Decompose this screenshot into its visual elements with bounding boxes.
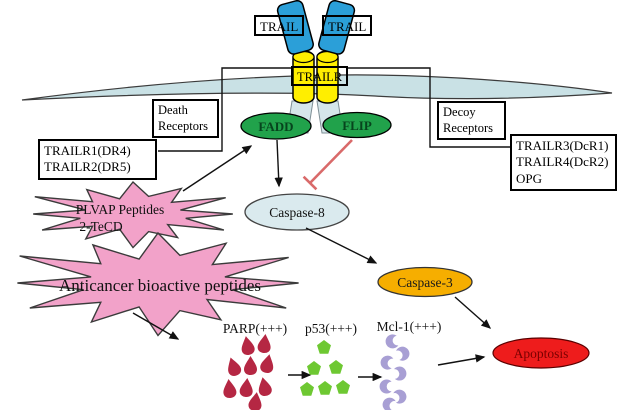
fadd-label: FADD: [258, 119, 293, 134]
plvap-star-label-line1: PLVAP Peptides: [76, 202, 164, 217]
trailr-receptor-cylinder-left: [292, 50, 315, 104]
trail-right-text: TRAIL: [328, 19, 367, 34]
trail-label-box-right: TRAIL: [322, 15, 372, 36]
trailr-label-box: TRAILR: [291, 66, 348, 86]
decoy-receptors-line2: Receptors: [443, 120, 493, 135]
arrow-fadd-to-caspase8: [274, 139, 283, 188]
trail-left-text: TRAIL: [260, 19, 299, 34]
death-receptors-line1: Death: [158, 103, 188, 117]
trailr1-dr4-text: TRAILR1(DR4): [44, 143, 131, 158]
trailr4-dcr2-text: TRAILR4(DcR2): [516, 154, 609, 170]
connector-decoy-receptors: [348, 67, 510, 148]
arrow-mcl1-to-apoptosis: [437, 354, 486, 366]
trailr2-dr5-text: TRAILR2(DR5): [44, 159, 131, 175]
arrow-caspase3-to-apoptosis: [454, 296, 492, 329]
anticancer-star: [17, 231, 299, 337]
mcl1-molecules: [379, 333, 412, 410]
death-receptors-line2: Receptors: [158, 118, 208, 133]
parp-label: PARP(+++): [223, 321, 287, 336]
decoy-receptors-box: Decoy Receptors: [437, 101, 506, 141]
mcl1-label: Mcl-1(+++): [377, 319, 442, 334]
p53-label: p53(+++): [305, 321, 357, 336]
caspase3-ellipse: [377, 266, 473, 298]
trail-ligand-shape-right: [318, 0, 356, 55]
opg-text: OPG: [516, 170, 543, 186]
plvap-star-label-line2: 2-TeCD: [79, 219, 123, 234]
trailr-receptor-cylinder-right: [316, 50, 339, 104]
p53-molecules: [300, 340, 350, 396]
arrow-anticancer-star-to-parp: [132, 312, 180, 340]
trail-ligand-shape-left: [276, 0, 314, 55]
fadd-ellipse: [240, 112, 312, 140]
trailr-text: TRAILR: [297, 70, 343, 84]
plvap-star: [33, 180, 233, 249]
apoptosis-label: Apoptosis: [514, 346, 569, 361]
trailr3-dcr1-text: TRAILR3(DcR1): [516, 138, 609, 153]
death-receptor-types-box: TRAILR1(DR4) TRAILR2(DR5): [38, 139, 157, 180]
flip-inhibition-line: [302, 139, 353, 191]
parp-molecules: [222, 333, 276, 410]
flip-ellipse: [322, 111, 392, 139]
connector-death-receptors: [158, 67, 291, 152]
arrow-plvap-star-to-fadd: [182, 145, 253, 192]
caspase8-ellipse: [244, 193, 350, 231]
trail-label-box-left: TRAIL: [254, 15, 304, 36]
apoptosis-ellipse: [492, 337, 590, 369]
flip-label: FLIP: [342, 118, 372, 133]
caspase8-label: Caspase-8: [269, 205, 325, 220]
decoy-receptors-line1: Decoy: [443, 105, 476, 119]
anticancer-star-label: Anticancer bioactive peptides: [59, 276, 261, 295]
death-receptors-box: Death Receptors: [152, 99, 219, 139]
decoy-receptor-types-box: TRAILR3(DcR1) TRAILR4(DcR2) OPG: [510, 134, 617, 191]
caspase3-label: Caspase-3: [397, 275, 453, 290]
arrow-caspase8-to-caspase3: [305, 227, 378, 264]
